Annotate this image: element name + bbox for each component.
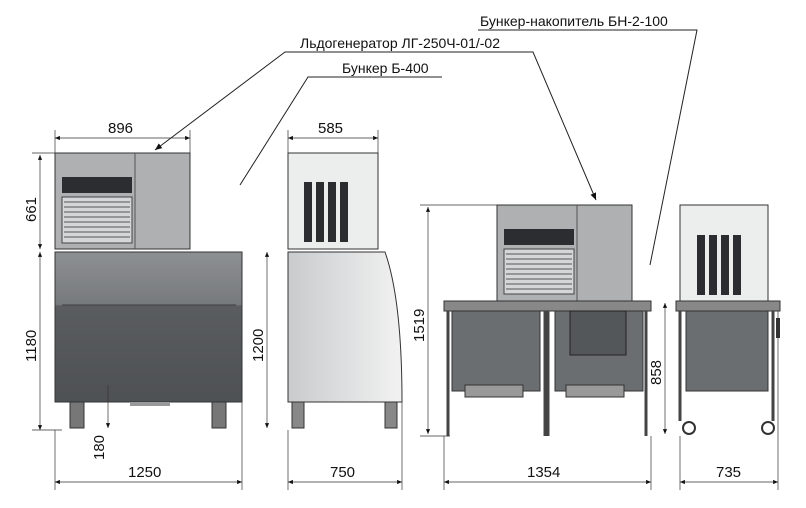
leader-bin-b400	[239, 76, 442, 186]
front-view-bn	[443, 204, 652, 436]
dim-1519: 1519	[411, 309, 428, 342]
label-bin-b400: Бункер Б-400	[342, 60, 429, 76]
dim-585: 585	[318, 120, 343, 137]
label-bin-bn: Бункер-накопитель БН-2-100	[480, 13, 668, 29]
dim-750: 750	[330, 464, 355, 481]
side-view-bn	[675, 204, 781, 435]
dims-left: 896 661 1180 180 1250	[23, 120, 243, 490]
front-view-b400	[54, 152, 243, 429]
dim-1250: 1250	[128, 464, 161, 481]
leader-bin-bn	[478, 29, 698, 266]
dims-side2: 735	[679, 311, 779, 490]
dim-180: 180	[91, 435, 108, 460]
dim-1200: 1200	[250, 329, 267, 362]
dim-1180: 1180	[23, 330, 40, 362]
dims-right: 1519 858 1354	[411, 204, 668, 490]
dim-1354: 1354	[527, 464, 560, 481]
side-view-b400	[287, 152, 403, 429]
dim-735: 735	[716, 464, 741, 481]
dim-896: 896	[108, 120, 133, 137]
vent-grille-icon	[61, 196, 133, 244]
dim-661: 661	[23, 197, 40, 222]
dims-side1: 585 1200 750	[250, 120, 403, 490]
leader-ice-maker	[154, 51, 597, 201]
dim-858: 858	[648, 360, 665, 385]
label-ice-maker: Льдогенератор ЛГ-250Ч-01/-02	[300, 35, 500, 51]
